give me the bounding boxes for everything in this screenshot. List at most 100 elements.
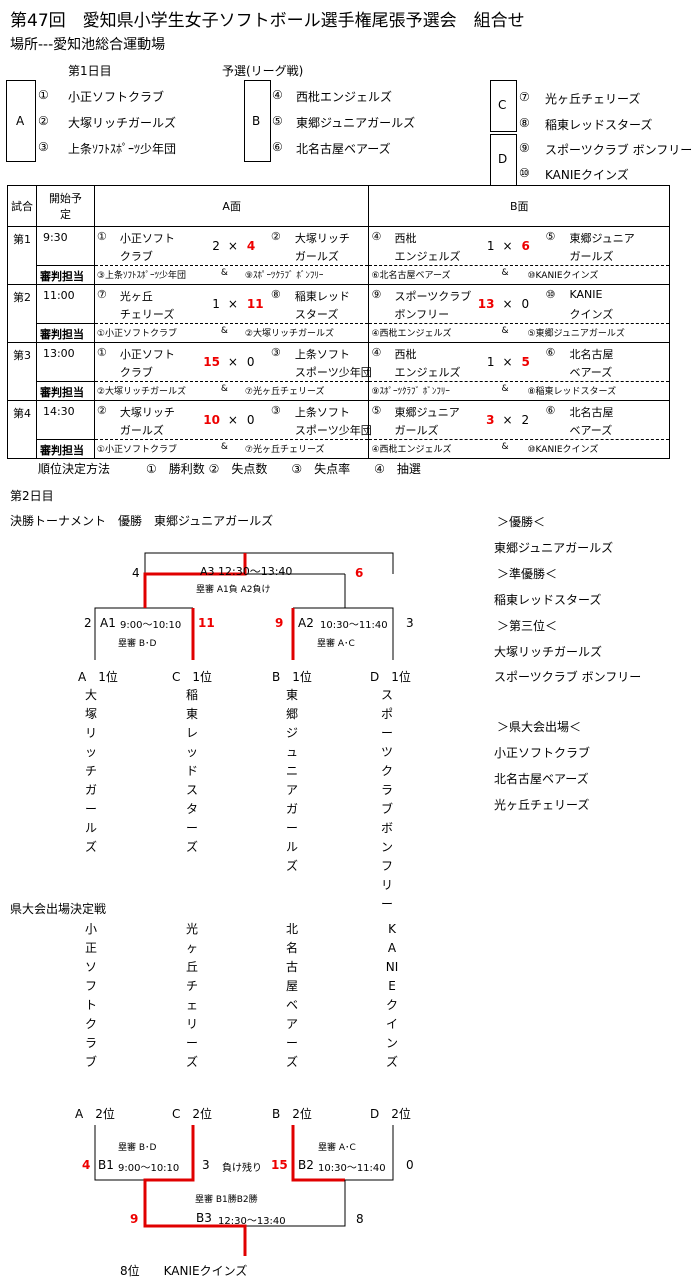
team-vertical: 光ヶ丘チェリーズ <box>185 922 198 1069</box>
score1: 13 <box>477 297 495 311</box>
b1-label: B1 <box>98 1158 114 1172</box>
team1-name: 小正ソフト <box>119 348 175 361</box>
start-time: 14:30 <box>35 400 95 440</box>
team2-name: スポーツ少年団 <box>294 424 372 437</box>
team-name: 大塚リッチガールズ <box>68 116 177 130</box>
score2: 11 <box>246 297 264 311</box>
team-vertical: 北名古屋ベアーズ <box>285 922 298 1069</box>
referee-row: 審判担当 ①小正ソフトクラブ & ⑦光ヶ丘チェリーズ ④西枇エンジェルズ & ⑩… <box>8 439 670 459</box>
start-time: 13:00 <box>35 342 95 382</box>
a2-label: A2 <box>298 616 314 630</box>
group-name: B <box>252 114 261 128</box>
team-vertical: 稲東レッドスターズ <box>185 688 198 854</box>
team2-name: 北名古屋 <box>569 348 614 361</box>
b2-right-score: 0 <box>406 1158 414 1172</box>
team-name: 東郷ジュニアガールズ <box>296 116 416 130</box>
group-name: A <box>16 114 25 128</box>
b2-time: 10:30～11:40 <box>318 1163 386 1174</box>
schedule-table: 試合 開始予定 A面 B面 第1 9:30 ① 小正ソフト クラブ 2 × 4 … <box>7 185 670 459</box>
team2-no: ② <box>270 230 281 243</box>
versus: × <box>502 239 513 253</box>
table-row: 第2 11:00 ⑦ 光ヶ丘 チェリーズ 1 × 11 ⑧ 稲東レッド スターズ… <box>7 284 670 343</box>
versus: × <box>227 297 238 311</box>
score2: 0 <box>246 355 255 369</box>
team1-name: エンジェルズ <box>394 250 461 263</box>
versus: × <box>502 297 513 311</box>
team2-name: スポーツ少年団 <box>294 366 372 379</box>
team-name: スポーツクラブ ボンフリー <box>545 143 693 157</box>
referee-label: 審判担当 <box>35 265 95 285</box>
team-vertical: 小正ソフトクラブ <box>84 922 97 1069</box>
team-name: 西枇エンジェルズ <box>296 90 393 104</box>
game-no: 第2 <box>7 284 37 343</box>
team1-name: 大塚リッチ <box>119 406 175 419</box>
court-b-match: ⑨ スポーツクラブ ボンフリー 13 × 0 ⑩ KANIE クインズ <box>368 284 670 324</box>
team1-name: 光ヶ丘 <box>119 290 153 303</box>
header-game: 試合 <box>7 185 37 227</box>
team2-no: ⑥ <box>545 404 556 417</box>
a1-umpire: 塁審 B･D <box>118 639 157 649</box>
b1-right-score: 3 <box>202 1158 210 1172</box>
slot-label: C 2位 <box>172 1107 213 1121</box>
team-vertical: KANIEクインズ <box>385 922 399 1069</box>
start-time: 9:30 <box>35 226 95 266</box>
referee-team: ③上条ｿﾌﾄｽﾎﾟｰﾂ少年団 <box>96 271 186 281</box>
score2: 2 <box>521 413 530 427</box>
court-b-match: ⑤ 東郷ジュニア ガールズ 3 × 2 ⑥ 北名古屋 ベアーズ <box>368 400 670 440</box>
team1-no: ④ <box>371 346 382 359</box>
team2-name: ガールズ <box>569 250 614 263</box>
a1-time: 9:00～10:10 <box>120 620 182 631</box>
referee-row: 審判担当 ③上条ｿﾌﾄｽﾎﾟｰﾂ少年団 & ⑨ｽﾎﾟｰﾂｸﾗﾌﾞ ﾎﾞﾝﾌﾘｰ … <box>8 265 670 285</box>
header-court-a: A面 <box>93 185 370 227</box>
slot-label: D 1位 <box>370 670 411 684</box>
b3-label: B3 <box>196 1211 212 1225</box>
amp: & <box>220 268 228 278</box>
referee-team: ④西枇エンジェルズ <box>371 329 452 339</box>
referee-team: ⑧稲東レッドスターズ <box>527 387 617 397</box>
a2-right-score: 3 <box>406 616 414 630</box>
referee-team: ①小正ソフトクラブ <box>96 329 177 339</box>
team1-no: ④ <box>371 230 382 243</box>
team2-no: ⑧ <box>270 288 281 301</box>
table-row: 第4 14:30 ② 大塚リッチ ガールズ 10 × 0 ③ 上条ソフト スポー… <box>7 400 670 459</box>
b3-umpire: 塁審 B1勝B2勝 <box>195 1195 258 1205</box>
court-b-match: ④ 西枇 エンジェルズ 1 × 5 ⑥ 北名古屋 ベアーズ <box>368 342 670 382</box>
team-vertical: 大塚リッチガールズ <box>84 688 97 854</box>
court-a-match: ① 小正ソフト クラブ 15 × 0 ③ 上条ソフト スポーツ少年団 <box>93 342 372 382</box>
court-a-match: ① 小正ソフト クラブ 2 × 4 ② 大塚リッチ ガールズ <box>93 226 370 266</box>
team2-name: 北名古屋 <box>569 406 614 419</box>
team1-name: チェリーズ <box>119 308 175 321</box>
team-name: 小正ソフトクラブ <box>68 90 165 104</box>
score2: 5 <box>521 355 530 369</box>
slot-label: B 1位 <box>272 670 312 684</box>
team1-name: ガールズ <box>119 424 164 437</box>
score2: 0 <box>521 297 530 311</box>
a3-right-score: 6 <box>355 566 364 580</box>
score1: 2 <box>212 239 220 253</box>
team2-name: 東郷ジュニア <box>569 232 635 245</box>
team2-name: KANIE <box>569 288 603 301</box>
ranking-method: 順位決定方法 ① 勝利数 ② 失点数 ③ 失点率 ④ 抽選 <box>38 462 421 476</box>
team1-no: ① <box>96 230 107 243</box>
referee-team: ⑩KANIEクインズ <box>527 445 599 455</box>
team2-no: ⑩ <box>545 288 556 301</box>
team1-name: スポーツクラブ <box>394 290 472 303</box>
versus: × <box>502 413 513 427</box>
referee-team: ②大塚リッチガールズ <box>96 387 186 397</box>
referee-row: 審判担当 ①小正ソフトクラブ & ②大塚リッチガールズ ④西枇エンジェルズ & … <box>8 323 670 343</box>
b3-right-score: 8 <box>356 1212 364 1226</box>
team1-name: 西枇 <box>394 232 417 245</box>
slot-label: A 2位 <box>75 1107 115 1121</box>
team1-name: 小正ソフト <box>119 232 175 245</box>
team1-name: 西枇 <box>394 348 417 361</box>
team1-name: 東郷ジュニア <box>394 406 460 419</box>
team1-no: ① <box>96 346 107 359</box>
score1: 1 <box>486 239 495 253</box>
a2-umpire: 塁審 A･C <box>317 639 355 649</box>
team-name: KANIEクインズ <box>545 168 629 182</box>
amp: & <box>501 326 509 336</box>
b2-left-score: 15 <box>271 1158 288 1172</box>
team2-name: ベアーズ <box>569 366 613 379</box>
table-header: 試合 開始予定 A面 B面 <box>7 185 670 227</box>
